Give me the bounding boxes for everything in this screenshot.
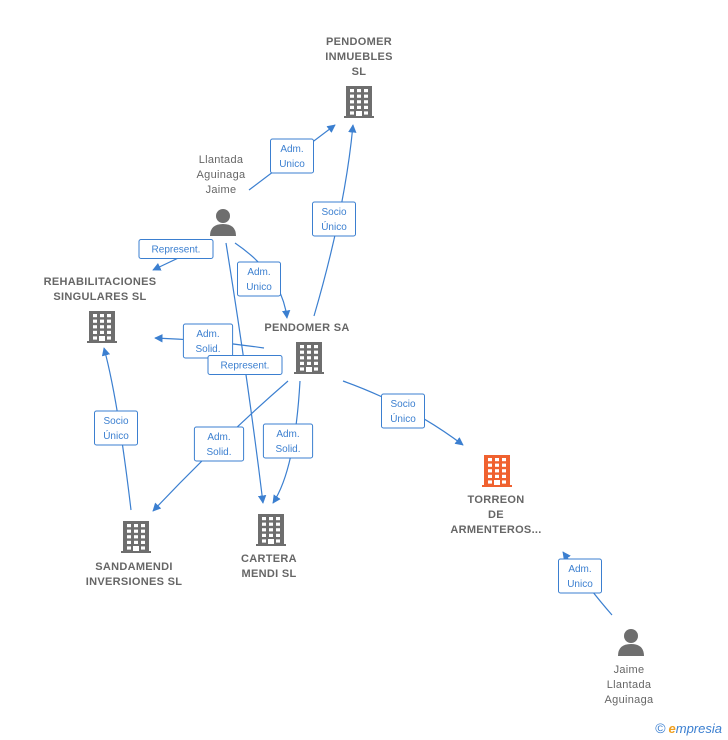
node-label: Jaime bbox=[614, 664, 645, 676]
brand-text: mpresia bbox=[675, 721, 722, 736]
edge-label-box bbox=[381, 393, 425, 429]
edge-label-text: Socio bbox=[390, 399, 415, 410]
edge-labels-layer: Adm.UnicoSocioÚnicoRepresent.Adm.UnicoAd… bbox=[94, 138, 602, 594]
edge-label-box bbox=[94, 410, 138, 446]
edge-label-pendomer_sa-to-cartera_mendi[interactable]: Adm. Solid. bbox=[262, 423, 314, 459]
node-cartera_mendi[interactable]: CARTERA MENDI SL bbox=[241, 514, 297, 580]
edge-label-text: Represent. bbox=[221, 361, 270, 372]
node-label: DE bbox=[488, 509, 504, 521]
node-sandamendi[interactable]: SANDAMENDI INVERSIONES SL bbox=[86, 521, 183, 588]
edge-label-box bbox=[312, 201, 356, 237]
node-label: TORREON bbox=[468, 494, 525, 506]
node-label: CARTERA bbox=[241, 553, 297, 565]
edge-label-box bbox=[237, 261, 281, 297]
node-label: INVERSIONES SL bbox=[86, 576, 183, 588]
edge-label-text: Único bbox=[390, 412, 416, 425]
edge-label-text: Único bbox=[321, 220, 347, 233]
edge-label-text: Adm. bbox=[247, 267, 270, 278]
edge-label-llantada_jaime-to-rehabilitaciones[interactable]: Represent. bbox=[138, 239, 214, 259]
edge-label-box bbox=[558, 558, 602, 594]
edge-label-box bbox=[138, 239, 214, 259]
edge-label-text: Adm. bbox=[207, 432, 230, 443]
node-label: MENDI SL bbox=[242, 568, 297, 580]
node-rehabilitaciones[interactable]: REHABILITACIONES SINGULARES SL bbox=[44, 276, 157, 343]
edge-label-pendomer_sa-to-rehabilitaciones[interactable]: Adm. Solid. bbox=[182, 323, 234, 359]
node-label: Aguinaga bbox=[197, 169, 246, 181]
edge-label-box bbox=[207, 355, 283, 375]
node-label: REHABILITACIONES bbox=[44, 276, 157, 288]
edge-label-text: Represent. bbox=[152, 245, 201, 256]
edge-label-text: Unico bbox=[567, 579, 593, 590]
edge-label-llantada_jaime-to-pendomer_sa[interactable]: Adm. Unico bbox=[237, 261, 281, 297]
edge-label-text: Socio bbox=[321, 207, 346, 218]
nodes-layer: PENDOMERINMUEBLESSLLlantadaAguinagaJaime… bbox=[44, 36, 654, 706]
edge-label-box bbox=[262, 423, 314, 459]
node-label: Aguinaga bbox=[605, 694, 654, 706]
empresia-brand[interactable]: ©empresia bbox=[655, 720, 722, 736]
node-label: ARMENTEROS... bbox=[450, 524, 541, 536]
copyright-icon: © bbox=[655, 720, 666, 736]
edge-label-text: Socio bbox=[103, 416, 128, 427]
building-icon bbox=[87, 311, 117, 343]
node-label: SANDAMENDI bbox=[95, 561, 173, 573]
edge-label-text: Unico bbox=[279, 159, 305, 170]
edge-label-text: Adm. bbox=[196, 329, 219, 340]
building-icon bbox=[482, 455, 512, 487]
node-label: Llantada bbox=[199, 154, 244, 166]
edge-label-box bbox=[270, 138, 314, 174]
edge-label-text: Solid. bbox=[206, 447, 231, 458]
edge-label-text: Único bbox=[103, 429, 129, 442]
edge-label-jaime_llantada-to-torreon[interactable]: Adm. Unico bbox=[558, 558, 602, 594]
node-label: Jaime bbox=[206, 184, 237, 196]
edge-label-llantada_jaime-to-cartera_mendi[interactable]: Represent. bbox=[207, 355, 283, 375]
person-icon bbox=[210, 209, 236, 236]
node-pendomer_inmuebles[interactable]: PENDOMER INMUEBLES SL bbox=[325, 36, 392, 118]
node-pendomer_sa[interactable]: PENDOMER SA bbox=[264, 322, 349, 374]
node-label: INMUEBLES bbox=[325, 51, 392, 63]
building-icon bbox=[344, 86, 374, 118]
edge-label-text: Unico bbox=[246, 282, 272, 293]
node-label: SL bbox=[352, 66, 367, 78]
building-icon bbox=[256, 514, 286, 546]
edge-label-text: Solid. bbox=[195, 344, 220, 355]
building-icon bbox=[294, 342, 324, 374]
edge-label-box bbox=[193, 426, 245, 462]
node-label: SINGULARES SL bbox=[53, 291, 146, 303]
edge-label-text: Adm. bbox=[276, 429, 299, 440]
node-label: Llantada bbox=[607, 679, 652, 691]
edge-label-text: Adm. bbox=[568, 564, 591, 575]
node-torreon[interactable]: TORREON DE ARMENTEROS... bbox=[450, 455, 541, 536]
edge-label-text: Solid. bbox=[275, 444, 300, 455]
edge-label-text: Adm. bbox=[280, 144, 303, 155]
building-icon bbox=[121, 521, 151, 553]
edge-label-pendomer_sa-to-sandamendi[interactable]: Adm. Solid. bbox=[193, 426, 245, 462]
edge-label-llantada_jaime-to-pendomer_inmuebles[interactable]: Adm. Unico bbox=[270, 138, 314, 174]
node-label: PENDOMER bbox=[326, 36, 392, 48]
brand-e: e bbox=[668, 721, 676, 736]
person-icon bbox=[618, 629, 644, 656]
edges-layer bbox=[101, 124, 613, 616]
edge-llantada_jaime-to-cartera_mendi bbox=[225, 242, 267, 504]
node-label: PENDOMER SA bbox=[264, 322, 349, 334]
